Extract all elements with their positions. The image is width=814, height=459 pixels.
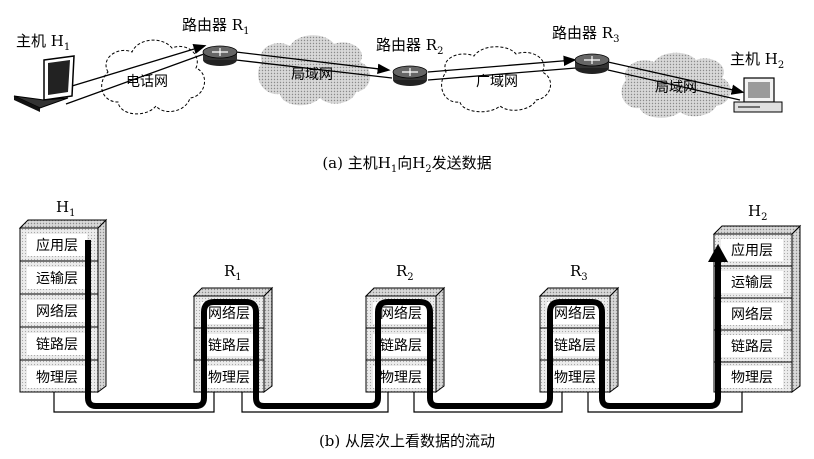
h1-network-layer: 网络层	[36, 304, 78, 320]
r1-stack-label: R1	[224, 262, 242, 283]
laptop-icon	[13, 55, 75, 112]
host-h1-stack: 应用层 运输层 网络层 链路层 物理层	[18, 218, 108, 393]
cloud-phone-network: 电话网	[101, 39, 205, 115]
arrow-r2-r3	[427, 55, 577, 73]
h1-stack-label: H1	[56, 198, 75, 219]
router-r2-icon	[392, 65, 428, 86]
cloud-lan-1: 局域网	[258, 35, 371, 106]
h2-app-layer: 应用层	[731, 242, 773, 259]
line-r2-r3	[427, 67, 577, 81]
line-h1-r1	[65, 53, 205, 105]
data-flow-path	[85, 240, 721, 409]
host-h2-stack: 应用层 运输层 网络层 链路层 物理层	[712, 224, 802, 393]
cloud-lan1-label: 局域网	[291, 67, 333, 83]
h1-app-layer: 应用层	[36, 237, 78, 254]
r1-physical-layer: 物理层	[208, 370, 250, 386]
router-r3-icon	[574, 53, 610, 74]
data-flow-arrowhead	[708, 244, 728, 262]
cloud-wan: 广域网	[441, 46, 551, 113]
h2-link-layer: 链路层	[731, 339, 773, 355]
physical-cables	[53, 392, 743, 413]
caption-b: (b) 从层次上看数据的流动	[319, 432, 495, 450]
h2-transport-layer: 运输层	[731, 275, 773, 291]
arrow-h1-r1	[71, 44, 207, 87]
desktop-computer-icon	[733, 77, 783, 113]
top-connections	[65, 44, 745, 105]
r1-network-layer: 网络层	[208, 306, 250, 322]
line-r3-h2	[607, 69, 741, 101]
arrow-r3-h2	[607, 61, 745, 95]
caption-a: (a) 主机H1向H2发送数据	[322, 154, 491, 175]
r3-physical-layer: 物理层	[554, 370, 596, 386]
r2-link-layer: 链路层	[380, 338, 422, 354]
h1-physical-layer: 物理层	[36, 370, 78, 386]
r3-stack-label: R3	[570, 262, 588, 283]
cloud-lan2-label: 局域网	[655, 80, 697, 96]
h1-link-layer: 链路层	[36, 337, 78, 353]
host2-label: 主机 H2	[730, 50, 784, 71]
r3-network-layer: 网络层	[554, 306, 596, 322]
h2-network-layer: 网络层	[731, 307, 773, 323]
r2-physical-layer: 物理层	[380, 370, 422, 386]
r3-link-layer: 链路层	[554, 338, 596, 354]
h1-transport-layer: 运输层	[36, 271, 78, 287]
router2-label: 路由器 R2	[376, 36, 443, 57]
line-r1-r2	[235, 59, 393, 79]
r1-link-layer: 链路层	[208, 338, 250, 354]
router3-label: 路由器 R3	[552, 24, 619, 45]
r2-stack-label: R2	[396, 262, 414, 283]
r2-network-layer: 网络层	[380, 306, 422, 322]
cloud-wan-label: 广域网	[476, 74, 518, 90]
h2-physical-layer: 物理层	[731, 370, 773, 386]
host1-label: 主机 H1	[16, 32, 70, 53]
router-r1-icon	[202, 45, 238, 66]
arrow-r1-r2	[235, 51, 391, 74]
cloud-phone-label: 电话网	[126, 74, 168, 90]
h2-stack-label: H2	[748, 202, 767, 223]
router1-label: 路由器 R1	[182, 16, 249, 37]
